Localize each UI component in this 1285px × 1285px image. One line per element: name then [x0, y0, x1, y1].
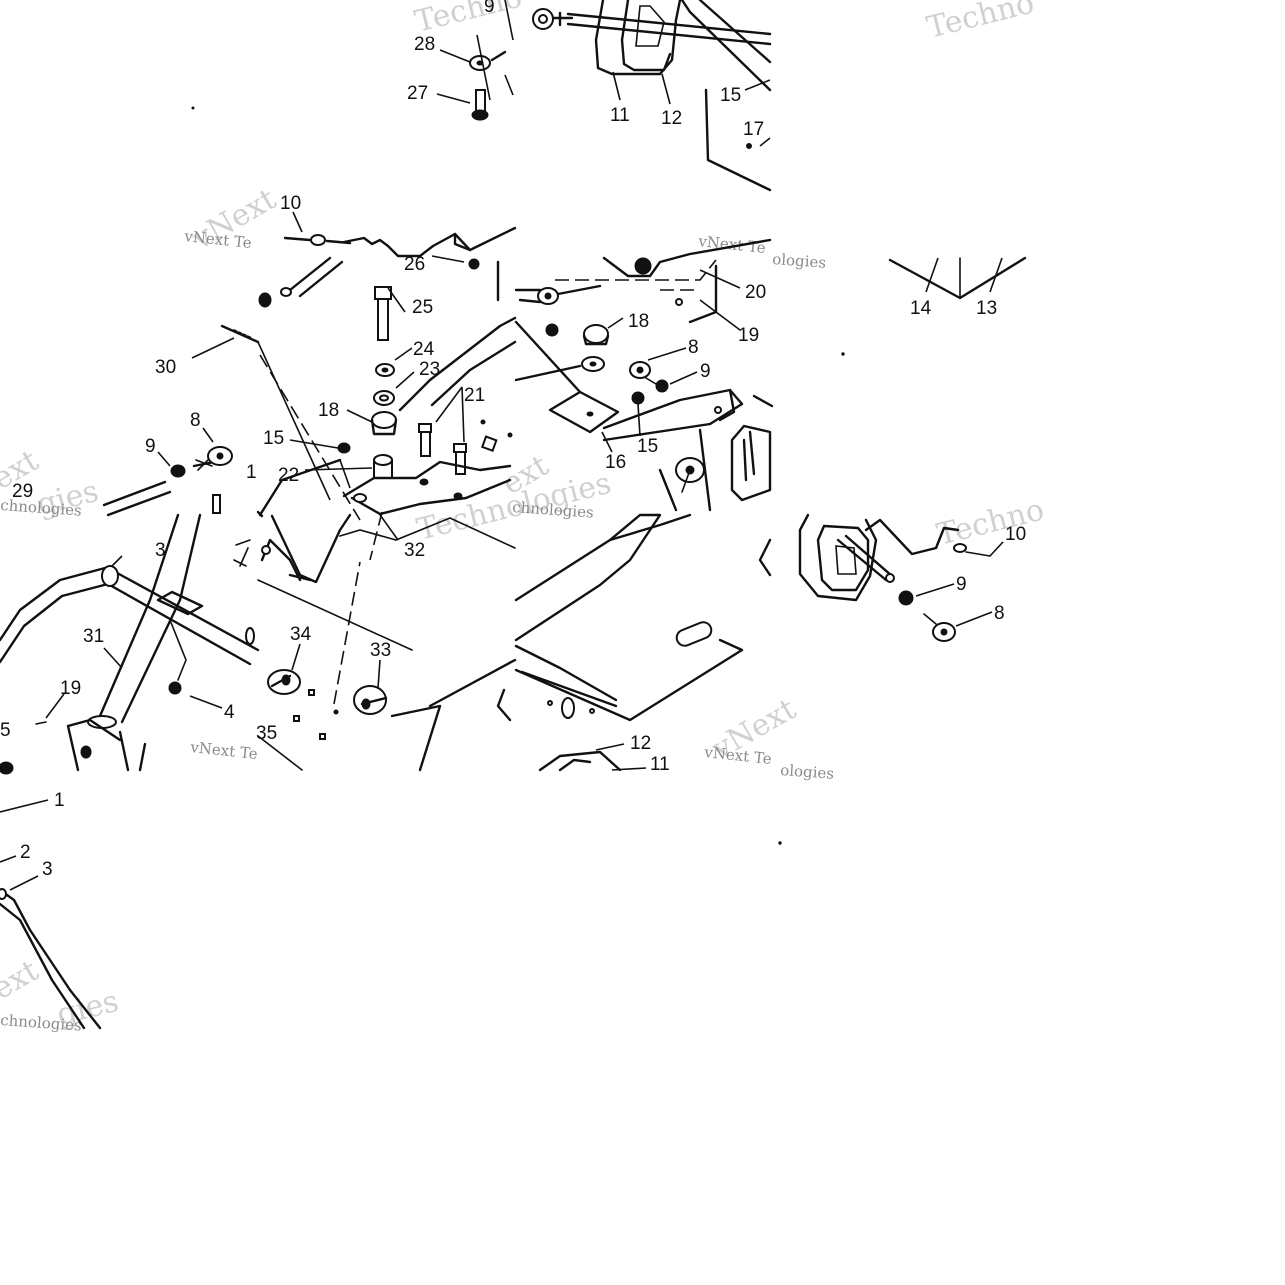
watermarks: Techno Techno Technologies Techno ext ex… — [0, 0, 1048, 1035]
tile-mid-right: 14 13 — [841, 256, 1027, 356]
callout-12: 12 — [630, 733, 651, 754]
spacer-22 — [373, 454, 393, 479]
callout-16: 16 — [605, 452, 626, 473]
callout-25: 25 — [412, 297, 433, 318]
washer-23 — [373, 390, 395, 406]
callout-1: 1 — [246, 462, 257, 483]
callout-15: 15 — [263, 428, 284, 449]
watermark-credit: ologies — [772, 250, 827, 272]
bolt-27 — [471, 89, 489, 121]
callout-9: 9 — [956, 574, 967, 595]
callout-22: 22 — [278, 465, 299, 486]
callout-9: 9 — [145, 436, 156, 457]
grommet-18 — [582, 324, 610, 346]
callout-12: 12 — [661, 108, 682, 129]
callout-21: 21 — [464, 385, 485, 406]
tile-top-center: 9 28 27 11 12 15 17 — [407, 0, 772, 192]
callout-9: 9 — [700, 361, 711, 382]
tile-mid-center: 18 20 19 8 9 15 16 — [514, 238, 774, 512]
tile-mid-left: 10 26 25 24 23 18 21 15 22 30 8 9 1 29 3… — [12, 193, 517, 561]
callout-33: 33 — [370, 640, 391, 661]
watermark-credit: chnologies — [0, 496, 82, 520]
callout-15: 15 — [637, 436, 658, 457]
callout-15: 15 — [720, 85, 741, 106]
callout-10: 10 — [280, 193, 301, 214]
washer-24 — [375, 363, 395, 377]
watermark-credit: vNext Te — [189, 738, 259, 763]
callout-23: 23 — [419, 359, 440, 380]
callout-19: 19 — [60, 678, 81, 699]
callout-3: 3 — [42, 859, 53, 880]
bolt-25 — [374, 286, 392, 341]
callout-8: 8 — [190, 410, 201, 431]
watermark-text: Techno — [933, 492, 1047, 552]
callout-18: 18 — [628, 311, 649, 332]
watermark-credit: vNext Te — [697, 232, 767, 257]
tile-lower-mid: 12 11 — [496, 513, 772, 775]
callout-30: 30 — [155, 357, 176, 378]
callout-13: 13 — [976, 298, 997, 319]
watermark-text: ext — [0, 953, 44, 1007]
callout-20: 20 — [745, 282, 766, 303]
callout-1: 1 — [54, 790, 65, 811]
callout-8: 8 — [688, 337, 699, 358]
callout-14: 14 — [910, 298, 932, 319]
watermark-credit: chnologies — [0, 1011, 82, 1035]
tile-lower-left: 3 31 19 4 5 — [0, 513, 260, 775]
callout-3: 3 — [155, 540, 166, 561]
callout-10: 10 — [1005, 524, 1026, 545]
callout-11: 11 — [650, 754, 670, 775]
callout-17: 17 — [743, 119, 764, 140]
callout-18: 18 — [318, 400, 339, 421]
washer-28 — [469, 50, 507, 71]
callout-24: 24 — [413, 339, 435, 360]
tile-bottom-left: 1 2 3 — [0, 106, 782, 1030]
watermark-text: Techno — [923, 0, 1037, 46]
watermark-credit: ologies — [780, 761, 835, 783]
callout-29: 29 — [12, 481, 33, 502]
callout-2: 2 — [20, 842, 31, 863]
callout-8: 8 — [994, 603, 1005, 624]
callout-4: 4 — [224, 702, 235, 723]
callout-11: 11 — [610, 105, 630, 126]
callout-9: 9 — [484, 0, 495, 17]
callout-26: 26 — [404, 254, 425, 275]
callout-34: 34 — [290, 624, 312, 645]
callout-5: 5 — [0, 720, 11, 741]
callout-31: 31 — [83, 626, 104, 647]
tile-lower-right: 10 9 8 — [798, 513, 1026, 642]
callout-32: 32 — [404, 540, 425, 561]
tile-lower-center: 34 33 35 — [256, 510, 517, 772]
grommet-18 — [370, 411, 398, 436]
callout-28: 28 — [414, 34, 435, 55]
watermark-credit: vNext Te — [703, 743, 773, 768]
callout-35: 35 — [256, 723, 277, 744]
callout-19: 19 — [738, 325, 759, 346]
watermark-credit: chnologies — [512, 498, 595, 522]
callout-27: 27 — [407, 83, 428, 104]
